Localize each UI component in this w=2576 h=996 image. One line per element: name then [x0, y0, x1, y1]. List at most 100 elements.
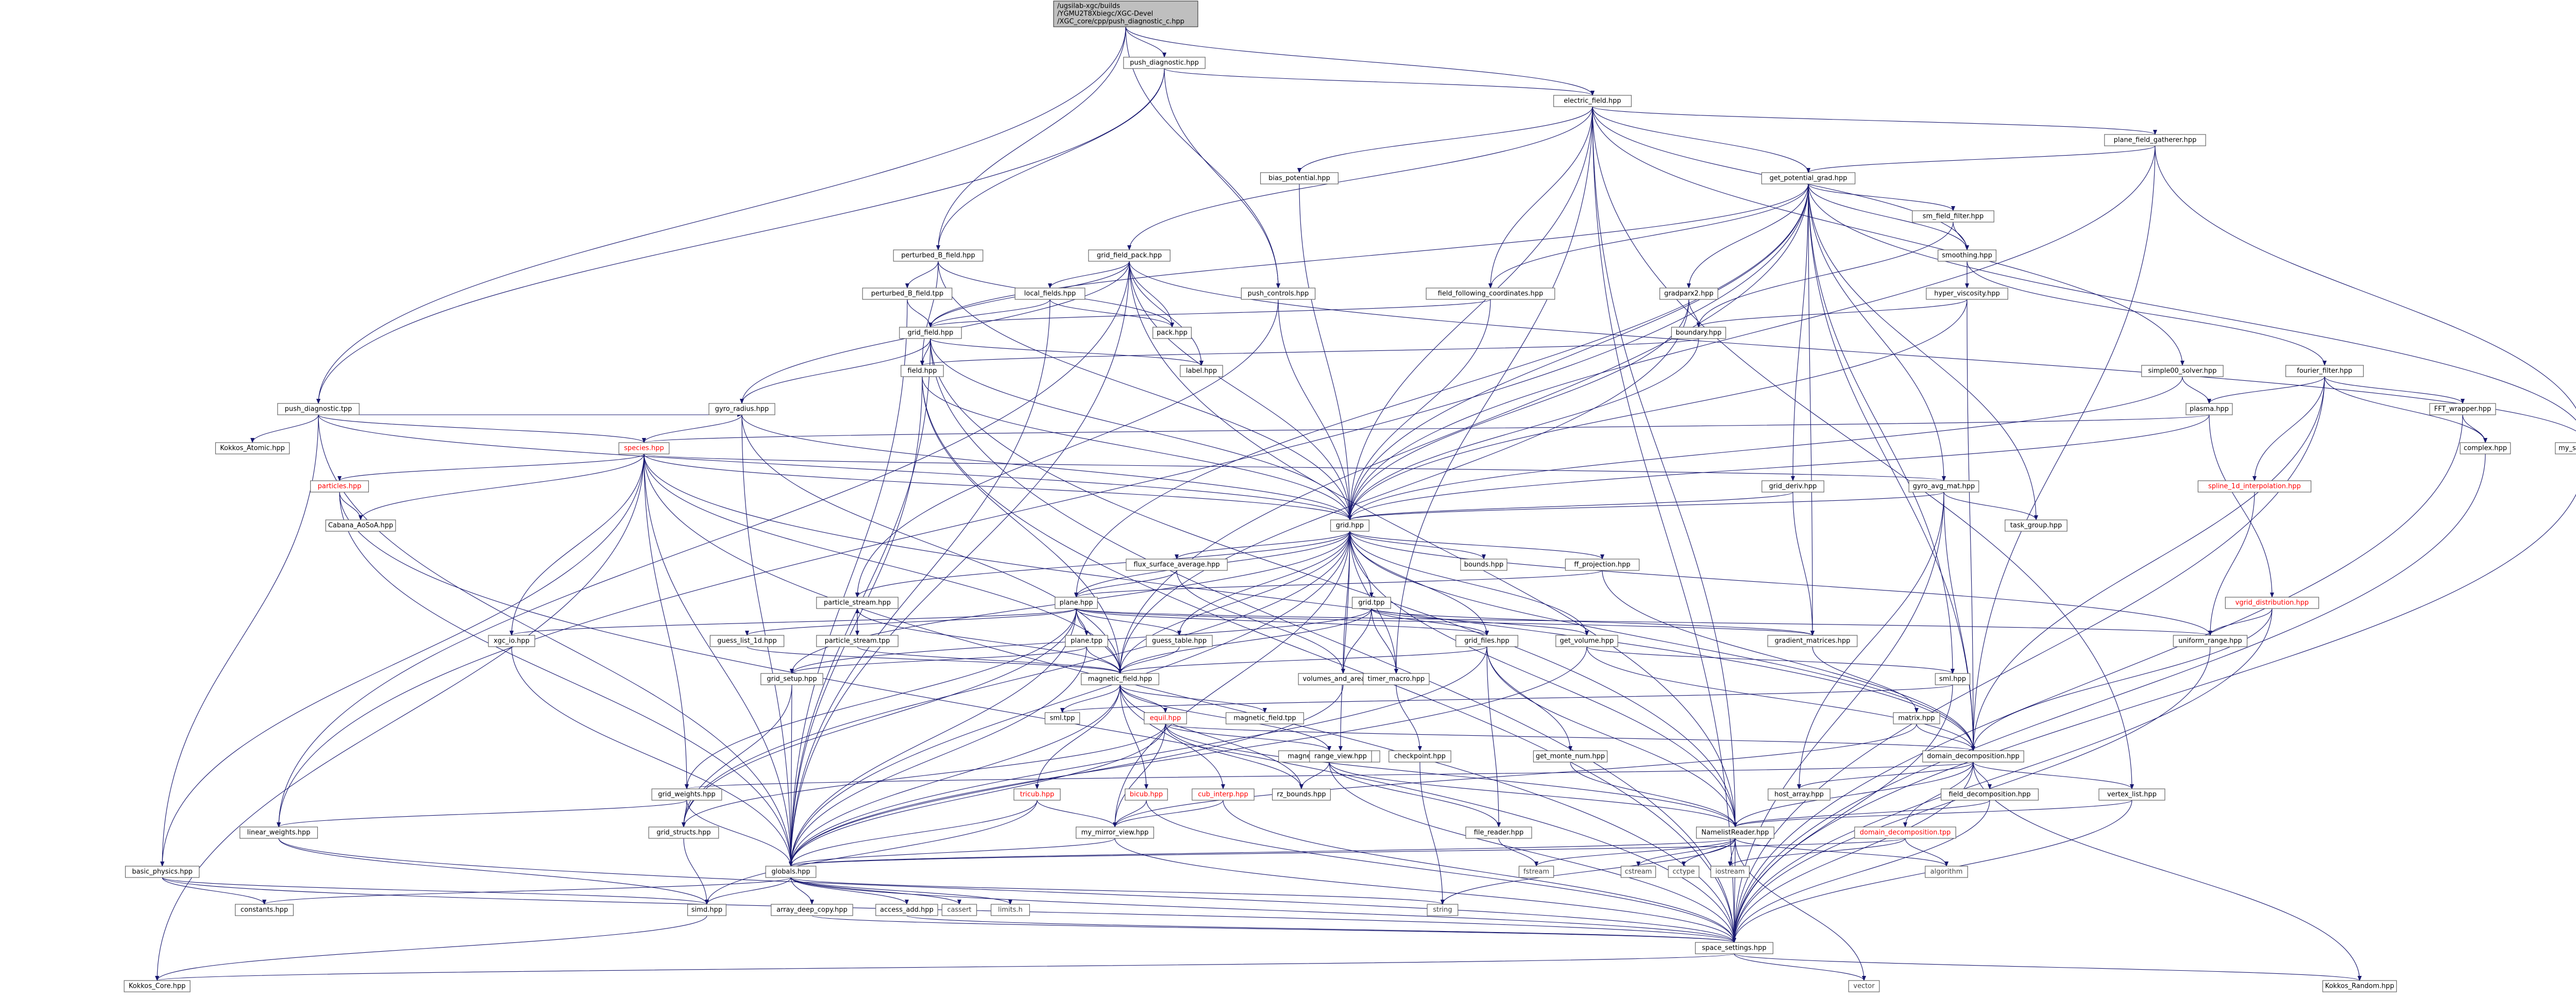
node-push-diagnostic[interactable]: push_diagnostic.hpp [1123, 57, 1206, 69]
node-species[interactable]: species.hpp [618, 442, 670, 454]
node-constants[interactable]: constants.hpp [235, 904, 294, 916]
node-host-array[interactable]: host_array.hpp [1768, 788, 1831, 801]
node-local-fields[interactable]: local_fields.hpp [1014, 288, 1086, 300]
node-cabana-aosoa[interactable]: Cabana_AoSoA.hpp [325, 519, 396, 532]
node-grid-field[interactable]: grid_field.hpp [899, 327, 962, 339]
node-grid-structs[interactable]: grid_structs.hpp [648, 826, 719, 839]
node-boundary[interactable]: boundary.hpp [1671, 327, 1726, 339]
node-my-mirror-view[interactable]: my_mirror_view.hpp [1076, 826, 1155, 839]
node-basic-physics[interactable]: basic_physics.hpp [125, 866, 200, 878]
node-grid-weights[interactable]: grid_weights.hpp [651, 788, 722, 801]
node-domain-decomposition[interactable]: domain_decomposition.hpp [1922, 750, 2024, 763]
node-fstream[interactable]: fstream [1518, 866, 1554, 878]
node-vertex-list[interactable]: vertex_list.hpp [2098, 788, 2165, 801]
node-file-reader[interactable]: file_reader.hpp [1465, 826, 1532, 839]
node-bias-potential[interactable]: bias_potential.hpp [1260, 172, 1339, 184]
node-gradparx2[interactable]: gradparx2.hpp [1659, 288, 1719, 300]
node-flux-surface-average[interactable]: flux_surface_average.hpp [1126, 559, 1228, 571]
node-namelist-reader[interactable]: NamelistReader.hpp [1696, 826, 1775, 839]
node-simple00-solver[interactable]: simple00_solver.hpp [2141, 365, 2224, 377]
node-equil[interactable]: equil.hpp [1144, 712, 1187, 724]
node-string[interactable]: string [1427, 904, 1459, 916]
node-root[interactable]: /ugsilab-xgc/builds/YGMU2T8Xbiegc/XGC-De… [1053, 1, 1198, 27]
node-array-deep-copy[interactable]: array_deep_copy.hpp [771, 904, 853, 916]
node-algorithm[interactable]: algorithm [1925, 866, 1968, 878]
node-perturbed-B-field[interactable]: perturbed_B_field.hpp [893, 249, 984, 262]
node-kokkos-atomic[interactable]: Kokkos_Atomic.hpp [215, 442, 290, 454]
node-gradient-matrices[interactable]: gradient_matrices.hpp [1767, 635, 1858, 647]
node-get-potential-grad[interactable]: get_potential_grad.hpp [1761, 172, 1856, 184]
node-plane[interactable]: plane.hpp [1055, 597, 1098, 609]
node-field-decomposition[interactable]: field_decomposition.hpp [1941, 788, 2039, 801]
node-access-add[interactable]: access_add.hpp [875, 904, 938, 916]
node-simd[interactable]: simd.hpp [687, 904, 726, 916]
node-pack[interactable]: pack.hpp [1153, 327, 1192, 339]
node-grid-field-pack[interactable]: grid_field_pack.hpp [1088, 249, 1171, 262]
node-electric-field[interactable]: electric_field.hpp [1553, 95, 1632, 107]
node-grid-deriv[interactable]: grid_deriv.hpp [1761, 480, 1824, 493]
node-particles[interactable]: particles.hpp [310, 480, 369, 493]
node-rz-bounds[interactable]: rz_bounds.hpp [1272, 788, 1331, 801]
node-complex[interactable]: complex.hpp [2460, 442, 2511, 454]
node-matrix[interactable]: matrix.hpp [1893, 712, 1940, 724]
node-particle-stream[interactable]: particle_stream.hpp [816, 597, 899, 609]
node-xgc-io[interactable]: xgc_io.hpp [488, 635, 535, 647]
node-sml[interactable]: sml.hpp [1935, 673, 1971, 685]
node-cstream[interactable]: cstream [1620, 866, 1656, 878]
node-task-group[interactable]: task_group.hpp [2005, 519, 2067, 532]
node-gyro-radius[interactable]: gyro_radius.hpp [708, 403, 775, 415]
node-plasma[interactable]: plasma.hpp [2185, 403, 2233, 415]
node-grid-tpp[interactable]: grid.tpp [1352, 597, 1392, 609]
node-globals[interactable]: globals.hpp [765, 866, 817, 878]
node-spline-1d[interactable]: spline_1d_interpolation.hpp [2197, 480, 2312, 493]
node-cctype[interactable]: cctype [1668, 866, 1700, 878]
node-field-following-coordinates[interactable]: field_following_coordinates.hpp [1426, 288, 1555, 300]
node-plane-tpp[interactable]: plane.tpp [1065, 635, 1108, 647]
node-guess-list-1d[interactable]: guess_list_1d.hpp [709, 635, 785, 647]
node-grid-files[interactable]: grid_files.hpp [1455, 635, 1518, 647]
node-cassert[interactable]: cassert [941, 904, 977, 916]
node-sm-field-filter[interactable]: sm_field_filter.hpp [1912, 210, 1994, 223]
node-fourier-filter[interactable]: fourier_filter.hpp [2285, 365, 2364, 377]
node-sml-tpp[interactable]: sml.tpp [1044, 712, 1080, 724]
edge-grid-field-pack-to-label [1129, 261, 1204, 366]
node-linear-weights[interactable]: linear_weights.hpp [240, 826, 318, 839]
node-get-monte-num[interactable]: get_monte_num.hpp [1533, 750, 1608, 763]
node-hyper-viscosity[interactable]: hyper_viscosity.hpp [1926, 288, 2008, 300]
node-kokkos-random[interactable]: Kokkos_Random.hpp [2322, 980, 2397, 992]
node-domain-decomposition-tpp[interactable]: domain_decomposition.tpp [1854, 826, 1956, 839]
node-box [1761, 172, 1856, 184]
node-iostream[interactable]: iostream [1710, 866, 1750, 878]
node-grid-setup[interactable]: grid_setup.hpp [760, 673, 823, 685]
node-kokkos-core[interactable]: Kokkos_Core.hpp [124, 980, 191, 992]
node-timer-macro[interactable]: timer_macro.hpp [1363, 673, 1430, 685]
node-get-volume[interactable]: get_volume.hpp [1555, 635, 1618, 647]
node-bounds[interactable]: bounds.hpp [1460, 559, 1507, 571]
node-guess-table[interactable]: guess_table.hpp [1146, 635, 1213, 647]
node-smoothing[interactable]: smoothing.hpp [1938, 249, 1997, 262]
node-plane-field-gatherer[interactable]: plane_field_gatherer.hpp [2104, 134, 2206, 146]
node-checkpoint[interactable]: checkpoint.hpp [1388, 750, 1451, 763]
node-label[interactable]: label.hpp [1180, 365, 1223, 377]
node-field[interactable]: field.hpp [901, 365, 944, 377]
node-perturbed-B-field-tpp[interactable]: perturbed_B_field.tpp [862, 288, 953, 300]
node-magnetic-field-tpp[interactable]: magnetic_field.tpp [1226, 712, 1304, 724]
node-space-settings[interactable]: space_settings.hpp [1695, 942, 1774, 954]
node-push-diagnostic-tpp[interactable]: push_diagnostic.tpp [277, 403, 360, 415]
node-range-view[interactable]: range_view.hpp [1309, 750, 1372, 763]
node-vgrid-distribution[interactable]: vgrid_distribution.hpp [2225, 597, 2319, 609]
node-cub-interp[interactable]: cub_interp.hpp [1192, 788, 1255, 801]
node-bicub[interactable]: bicub.hpp [1125, 788, 1168, 801]
node-uniform-range[interactable]: uniform_range.hpp [2173, 635, 2248, 647]
node-ff-projection[interactable]: ff_projection.hpp [1565, 559, 1640, 571]
node-gyro-avg-mat[interactable]: gyro_avg_mat.hpp [1908, 480, 1979, 493]
node-limits-h[interactable]: limits.h [990, 904, 1030, 916]
node-my-subview[interactable]: my_subview.hpp [2555, 442, 2576, 454]
node-tricub[interactable]: tricub.hpp [1013, 788, 1061, 801]
node-grid[interactable]: grid.hpp [1330, 519, 1370, 532]
node-magnetic-field[interactable]: magnetic_field.hpp [1081, 673, 1160, 685]
node-push-controls[interactable]: push_controls.hpp [1241, 288, 1316, 300]
node-particle-stream-tpp[interactable]: particle_stream.tpp [816, 635, 899, 647]
node-fft-wrapper[interactable]: FFT_wrapper.hpp [2429, 403, 2496, 415]
node-vector[interactable]: vector [1848, 980, 1880, 992]
